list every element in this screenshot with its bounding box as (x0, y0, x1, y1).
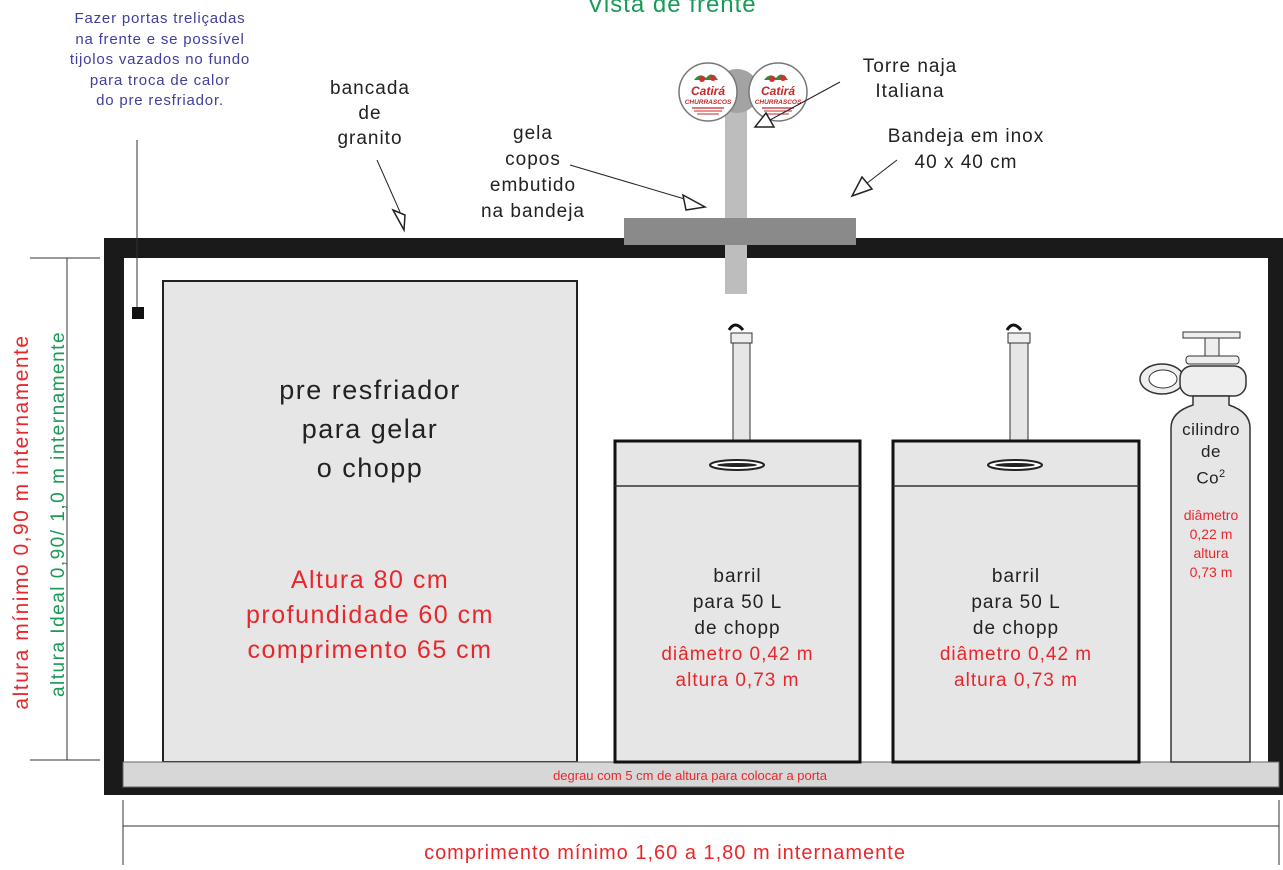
cilindro-dim: 0,73 m (1189, 564, 1233, 580)
cilindro-line: de (1201, 442, 1221, 461)
gela-line: copos (505, 149, 561, 170)
length-dimension-lines (122, 800, 1280, 865)
cilindro-line: cilindro (1182, 420, 1240, 439)
co2-label: Co2 (1166, 463, 1256, 490)
barril-1-line: barril (713, 566, 762, 587)
step-label: degrau com 5 cm de altura para colocar a… (553, 768, 828, 783)
bancada-line: granito (337, 128, 403, 149)
note-line: na frente e se possível (75, 30, 245, 48)
barril-1-dim: altura 0,73 m (675, 670, 800, 691)
tray (624, 218, 856, 245)
pre-resfriador-line: pre resfriador (279, 375, 461, 405)
note-marker (132, 307, 144, 319)
arrow-bancada (376, 159, 406, 233)
barril-2-text: barril para 50 L de chopp diâmetro 0,42 … (893, 564, 1139, 694)
co2-sup: 2 (1219, 468, 1226, 480)
bandeja-line: Bandeja em inox (887, 126, 1045, 147)
note-line: Fazer portas treliçadas (74, 10, 246, 27)
pre-resfriador-dim: profundidade 60 cm (246, 601, 494, 629)
logo-left-brand: Catirá (691, 84, 725, 98)
barril-1-line: para 50 L (692, 592, 783, 613)
arrow-bandeja (850, 159, 898, 198)
gela-copos-label: gela copos embutido na bandeja (453, 121, 613, 225)
barril-1-dim: diâmetro 0,42 m (661, 644, 814, 665)
barril-1-line: de chopp (694, 618, 781, 639)
logo-left-subtitle: CHURRASCOS (685, 99, 732, 106)
gela-line: na bandeja (480, 201, 586, 222)
co2-text: Co (1196, 468, 1220, 488)
pre-resfriador-line: o chopp (316, 453, 424, 483)
co2-cylinder (1139, 331, 1251, 763)
note-text: Fazer portas treliçadas na frente e se p… (20, 9, 300, 112)
logo-left (678, 62, 738, 122)
pre-resfriador-dim: comprimento 65 cm (247, 636, 493, 664)
logo-left-finelines (692, 107, 724, 115)
height-dimension-lines (30, 257, 100, 761)
note-line: tijolos vazados no fundo (69, 51, 251, 68)
pre-resfriador-dims: Altura 80 cm profundidade 60 cm comprime… (163, 563, 577, 668)
logo-right-subtitle: CHURRASCOS (755, 99, 802, 106)
cilindro-dim: altura (1193, 545, 1229, 561)
tower-pipe (725, 90, 747, 294)
height-ideal-label: altura Ideal 0,90/ 1,0 m internamente (48, 331, 69, 697)
bandeja-label: Bandeja em inox 40 x 40 cm (866, 124, 1066, 176)
page-title: Vista de frente (587, 0, 756, 18)
arrow-gela-copos (569, 164, 708, 211)
note-line: do pre resfriador. (96, 92, 224, 109)
logo-right-brand: Catirá (761, 84, 795, 98)
bancada-line: bancada (330, 78, 410, 99)
barril-1-text: barril para 50 L de chopp diâmetro 0,42 … (615, 564, 860, 694)
torre-line: Torre naja (862, 56, 958, 77)
cilindro-dim: 0,22 m (1189, 526, 1233, 542)
torre-label: Torre naja Italiana (835, 54, 985, 104)
barril-2-line: barril (991, 566, 1041, 587)
pre-resfriador-line: para gelar (301, 414, 439, 444)
barril-1 (613, 323, 862, 764)
pre-resfriador-dim: Altura 80 cm (290, 566, 450, 594)
bancada-line: de (358, 103, 382, 124)
length-label: comprimento mínimo 1,60 a 1,80 m interna… (424, 842, 906, 864)
bancada-label: bancada de granito (310, 76, 430, 151)
note-line: para troca de calor (89, 71, 231, 89)
gela-line: gela (513, 123, 553, 144)
barril-2-dim: diâmetro 0,42 m (939, 644, 1093, 665)
cilindro-dims: diâmetro 0,22 m altura 0,73 m (1166, 506, 1256, 582)
torre-line: Italiana (875, 81, 945, 102)
cilindro-text: cilindro de Co2 (1166, 419, 1256, 490)
logo-right (748, 62, 808, 122)
barril-2-dim: altura 0,73 m (954, 670, 1078, 691)
barril-2 (891, 323, 1141, 764)
barril-2-line: para 50 L (971, 592, 1061, 613)
cilindro-dim: diâmetro (1183, 507, 1239, 523)
bandeja-line: 40 x 40 cm (914, 152, 1018, 173)
height-min-label: altura mínimo 0,90 m internamente (10, 334, 33, 709)
gela-line: embutido (489, 175, 577, 196)
arrow-torre (753, 81, 841, 128)
pre-resfriador-box (162, 280, 578, 763)
barril-2-line: de chopp (972, 618, 1060, 639)
pre-resfriador-name: pre resfriador para gelar o chopp (163, 371, 577, 488)
